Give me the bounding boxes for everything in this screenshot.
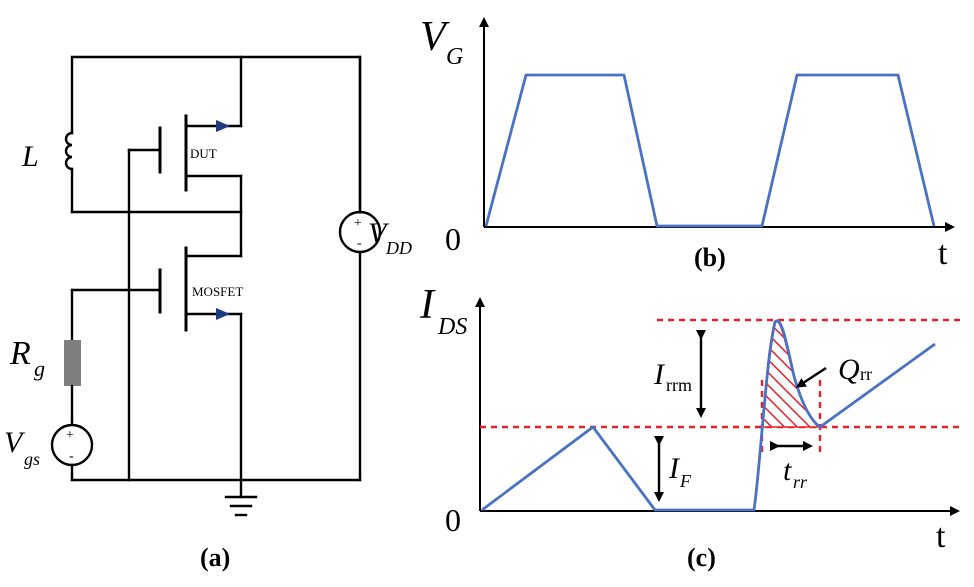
svg-text:gs: gs: [24, 449, 40, 469]
svg-text:g: g: [34, 356, 45, 381]
vg-waveform: [484, 73, 936, 228]
svg-text:-: -: [357, 236, 362, 251]
svg-text:V: V: [4, 426, 26, 459]
svg-text:V: V: [420, 14, 450, 60]
svg-text:R: R: [9, 335, 31, 372]
svg-text:I: I: [653, 358, 666, 391]
ids-axis-title: I DS: [419, 282, 467, 340]
svg-text:+: +: [354, 216, 362, 231]
svg-text:V: V: [368, 217, 390, 250]
svg-text:rr: rr: [793, 472, 808, 492]
mosfet-transistor: [70, 246, 243, 499]
svg-text:Q: Q: [838, 353, 860, 386]
dut-arrow-icon: [216, 120, 230, 132]
svg-text:rr: rr: [860, 364, 872, 384]
ids-waveform: [481, 319, 936, 512]
svg-text:t: t: [783, 454, 792, 487]
svg-text:DD: DD: [385, 238, 412, 258]
dut-transistor: [127, 55, 243, 214]
svg-text:I: I: [419, 282, 436, 328]
inductor-label: L: [21, 140, 39, 173]
gate-voltage-plot: V G 0 t (b): [420, 14, 955, 272]
vdd-label: V DD: [368, 217, 412, 258]
svg-text:-: -: [69, 449, 74, 464]
caption-c: (c): [687, 543, 716, 572]
vg-x-axis-label: t: [938, 235, 948, 272]
svg-text:DS: DS: [437, 314, 467, 340]
dut-label: DUT: [190, 146, 217, 161]
resistor-rg: [64, 340, 81, 386]
qrr-hatched-area: [761, 321, 820, 428]
inductor-symbol: [64, 128, 74, 214]
svg-text:rrm: rrm: [666, 375, 692, 395]
vg-origin-label: 0: [445, 221, 461, 257]
caption-a: (a): [200, 543, 230, 572]
svg-text:F: F: [679, 471, 692, 491]
ids-x-axis-label: t: [936, 518, 946, 555]
svg-text:G: G: [446, 44, 463, 70]
mosfet-arrow-icon: [216, 308, 230, 320]
ground-icon: [224, 495, 258, 517]
rg-label: R g: [9, 335, 45, 381]
circuit-schematic: L DUT MOSFET: [4, 55, 412, 572]
caption-b: (b): [694, 243, 726, 272]
qrr-label: Q rr: [838, 353, 872, 386]
vgs-label: V gs: [4, 426, 40, 469]
trr-label: t rr: [783, 454, 808, 492]
vg-axis-title: V G: [420, 14, 463, 70]
ids-origin-label: 0: [445, 502, 461, 538]
drain-current-plot: I DS I rrm I F Q rr t rr 0 t (c): [419, 282, 964, 572]
if-label: I F: [668, 452, 692, 491]
mosfet-label: MOSFET: [192, 284, 243, 299]
vgs-source: + -: [50, 423, 94, 467]
irrm-label: I rrm: [653, 358, 692, 395]
svg-text:I: I: [668, 452, 681, 485]
svg-text:+: +: [66, 428, 74, 443]
top-rail-wire: [70, 55, 362, 214]
qrr-pointer-arrow: [795, 366, 827, 388]
